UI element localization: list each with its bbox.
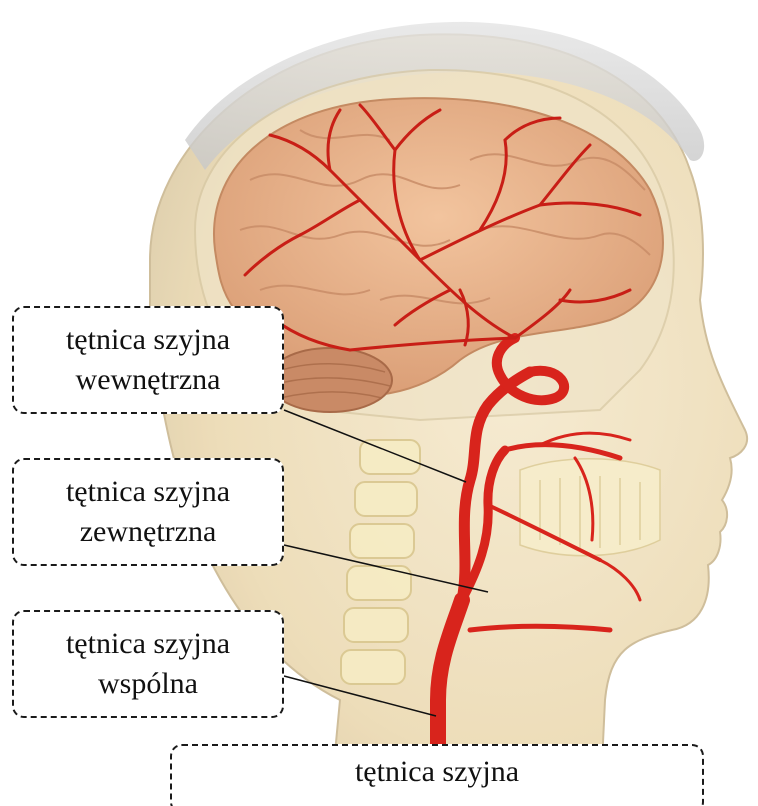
label-external-carotid: tętnica szyjna zewnętrzna xyxy=(12,458,284,566)
label-internal-line1: tętnica szyjna xyxy=(66,320,230,360)
label-common-carotid: tętnica szyjna wspólna xyxy=(12,610,284,718)
label-internal-carotid: tętnica szyjna wewnętrzna xyxy=(12,306,284,414)
label-external-line2: zewnętrzna xyxy=(80,512,217,552)
label-common-line1: tętnica szyjna xyxy=(66,624,230,664)
cerebellum xyxy=(268,348,392,412)
title-text: tętnica szyjna xyxy=(355,752,519,792)
label-carotid-title: tętnica szyjna xyxy=(170,744,704,806)
label-internal-line2: wewnętrzna xyxy=(76,360,221,400)
jaw-teeth xyxy=(520,459,660,556)
label-external-line1: tętnica szyjna xyxy=(66,472,230,512)
label-common-line2: wspólna xyxy=(98,664,198,704)
